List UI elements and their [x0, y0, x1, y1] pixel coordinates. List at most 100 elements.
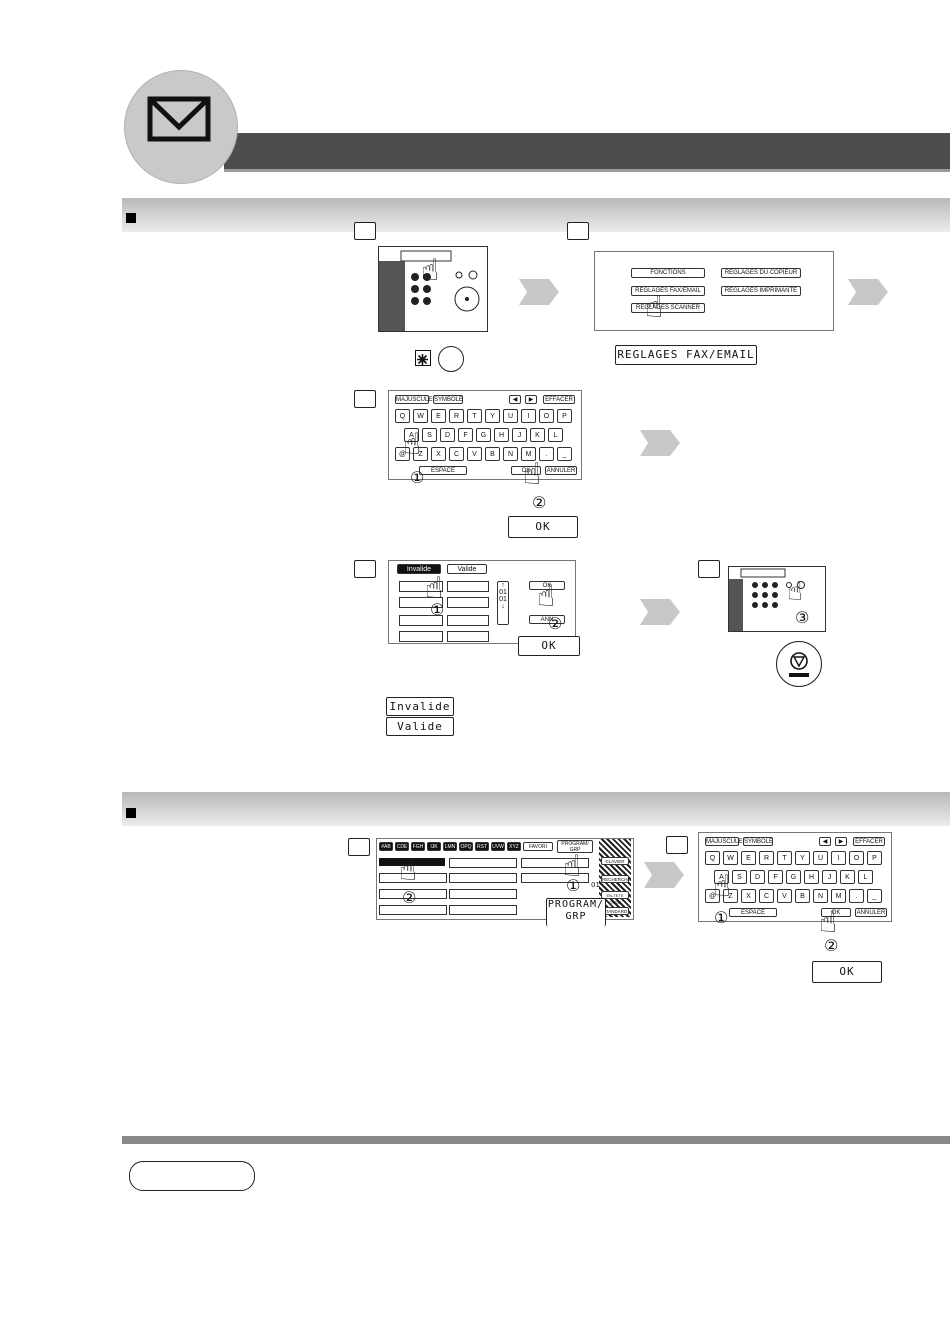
btn-en-tete-choix[interactable]: EN-TETE CHOIX: [601, 891, 629, 905]
btn-espace[interactable]: ESPACE: [729, 908, 777, 917]
scroll-up-icon[interactable]: ↑: [501, 582, 505, 589]
key[interactable]: E: [741, 851, 756, 865]
key[interactable]: M: [831, 889, 846, 903]
key[interactable]: .: [849, 889, 864, 903]
key[interactable]: G: [476, 428, 491, 442]
btn-annuler[interactable]: ANN: [529, 615, 565, 624]
btn-reglages-copieur[interactable]: REGLAGES DU COPIEUR: [721, 268, 801, 278]
tab-alpha[interactable]: RST: [475, 842, 489, 851]
btn-reglages-imprimante[interactable]: REGLAGES IMPRIMANTE: [721, 286, 801, 296]
page-scroller[interactable]: ↑ 01 01 ↓: [497, 581, 509, 625]
btn-cursor-left[interactable]: ◀: [509, 395, 521, 404]
key[interactable]: B: [795, 889, 810, 903]
key[interactable]: J: [512, 428, 527, 442]
key[interactable]: N: [813, 889, 828, 903]
tab-alpha[interactable]: CDE: [395, 842, 409, 851]
tab-alpha[interactable]: XYZ: [507, 842, 521, 851]
key[interactable]: V: [467, 447, 482, 461]
list-slot[interactable]: [447, 631, 489, 642]
key[interactable]: D: [440, 428, 455, 442]
key[interactable]: S: [732, 870, 747, 884]
key[interactable]: F: [768, 870, 783, 884]
key[interactable]: Y: [795, 851, 810, 865]
list-slot[interactable]: [399, 631, 443, 642]
key[interactable]: J: [822, 870, 837, 884]
btn-ok[interactable]: OK: [821, 908, 851, 917]
list-slot[interactable]: [399, 581, 443, 592]
key[interactable]: B: [485, 447, 500, 461]
list-slot[interactable]: [521, 858, 589, 868]
key[interactable]: P: [867, 851, 882, 865]
list-slot[interactable]: [447, 615, 489, 626]
key[interactable]: R: [759, 851, 774, 865]
btn-majuscules[interactable]: MAJUSCULES: [395, 395, 437, 404]
btn-recherche[interactable]: RECHERCHE: [601, 875, 631, 883]
list-slot[interactable]: [379, 905, 447, 915]
key[interactable]: U: [503, 409, 518, 423]
key[interactable]: F: [458, 428, 473, 442]
key[interactable]: T: [777, 851, 792, 865]
btn-ok[interactable]: OK: [511, 466, 541, 475]
key[interactable]: Z: [413, 447, 428, 461]
key[interactable]: U: [813, 851, 828, 865]
btn-symbole[interactable]: SYMBOLE: [433, 395, 464, 404]
key[interactable]: .: [539, 447, 554, 461]
key[interactable]: _: [557, 447, 572, 461]
key[interactable]: H: [494, 428, 509, 442]
btn-invalide[interactable]: Invalide: [397, 564, 441, 574]
key[interactable]: I: [521, 409, 536, 423]
key[interactable]: T: [467, 409, 482, 423]
key[interactable]: Q: [395, 409, 410, 423]
tab-alpha[interactable]: IJK: [427, 842, 441, 851]
list-slot[interactable]: [399, 597, 443, 608]
list-slot[interactable]: [449, 889, 517, 899]
key[interactable]: V: [777, 889, 792, 903]
tab-alpha[interactable]: OPQ: [459, 842, 473, 851]
btn-cursor-right[interactable]: ▶: [525, 395, 537, 404]
tab-alpha[interactable]: FGH: [411, 842, 425, 851]
list-slot[interactable]: [447, 581, 489, 592]
key[interactable]: L: [858, 870, 873, 884]
key[interactable]: O: [849, 851, 864, 865]
btn-annuler[interactable]: ANNULER: [545, 466, 577, 475]
list-slot-selected[interactable]: [379, 858, 445, 866]
list-slot[interactable]: [379, 873, 447, 883]
key[interactable]: G: [786, 870, 801, 884]
key[interactable]: M: [521, 447, 536, 461]
btn-effacer[interactable]: EFFACER: [853, 837, 885, 846]
btn-fonctions[interactable]: FONCTIONS: [631, 268, 705, 278]
list-slot[interactable]: [449, 873, 517, 883]
btn-reglages-fax-email[interactable]: REGLAGES FAX/EMAIL: [631, 286, 705, 296]
key[interactable]: Y: [485, 409, 500, 423]
list-slot[interactable]: [521, 873, 589, 883]
btn-symbole[interactable]: SYMBOLE: [743, 837, 774, 846]
key[interactable]: E: [431, 409, 446, 423]
key[interactable]: K: [840, 870, 855, 884]
btn-espace[interactable]: ESPACE: [419, 466, 467, 475]
list-slot[interactable]: [379, 889, 447, 899]
key[interactable]: _: [867, 889, 882, 903]
key[interactable]: K: [530, 428, 545, 442]
btn-effacer[interactable]: EFFACER: [543, 395, 575, 404]
key[interactable]: @: [395, 447, 410, 461]
key[interactable]: P: [557, 409, 572, 423]
btn-valide[interactable]: Valide: [447, 564, 487, 574]
key[interactable]: R: [449, 409, 464, 423]
btn-reglages-scanner[interactable]: REGLAGES SCANNER: [631, 303, 705, 313]
btn-cursor-right[interactable]: ▶: [835, 837, 847, 846]
list-slot[interactable]: [449, 858, 517, 868]
tab-favori[interactable]: FAVORI: [523, 842, 553, 851]
key[interactable]: X: [741, 889, 756, 903]
key[interactable]: W: [723, 851, 738, 865]
key[interactable]: W: [413, 409, 428, 423]
key[interactable]: S: [422, 428, 437, 442]
btn-majuscules[interactable]: MAJUSCULES: [705, 837, 747, 846]
key[interactable]: Z: [723, 889, 738, 903]
list-slot[interactable]: [449, 905, 517, 915]
key[interactable]: H: [804, 870, 819, 884]
key[interactable]: X: [431, 447, 446, 461]
key[interactable]: D: [750, 870, 765, 884]
list-slot[interactable]: [447, 597, 489, 608]
key[interactable]: L: [548, 428, 563, 442]
key[interactable]: N: [503, 447, 518, 461]
